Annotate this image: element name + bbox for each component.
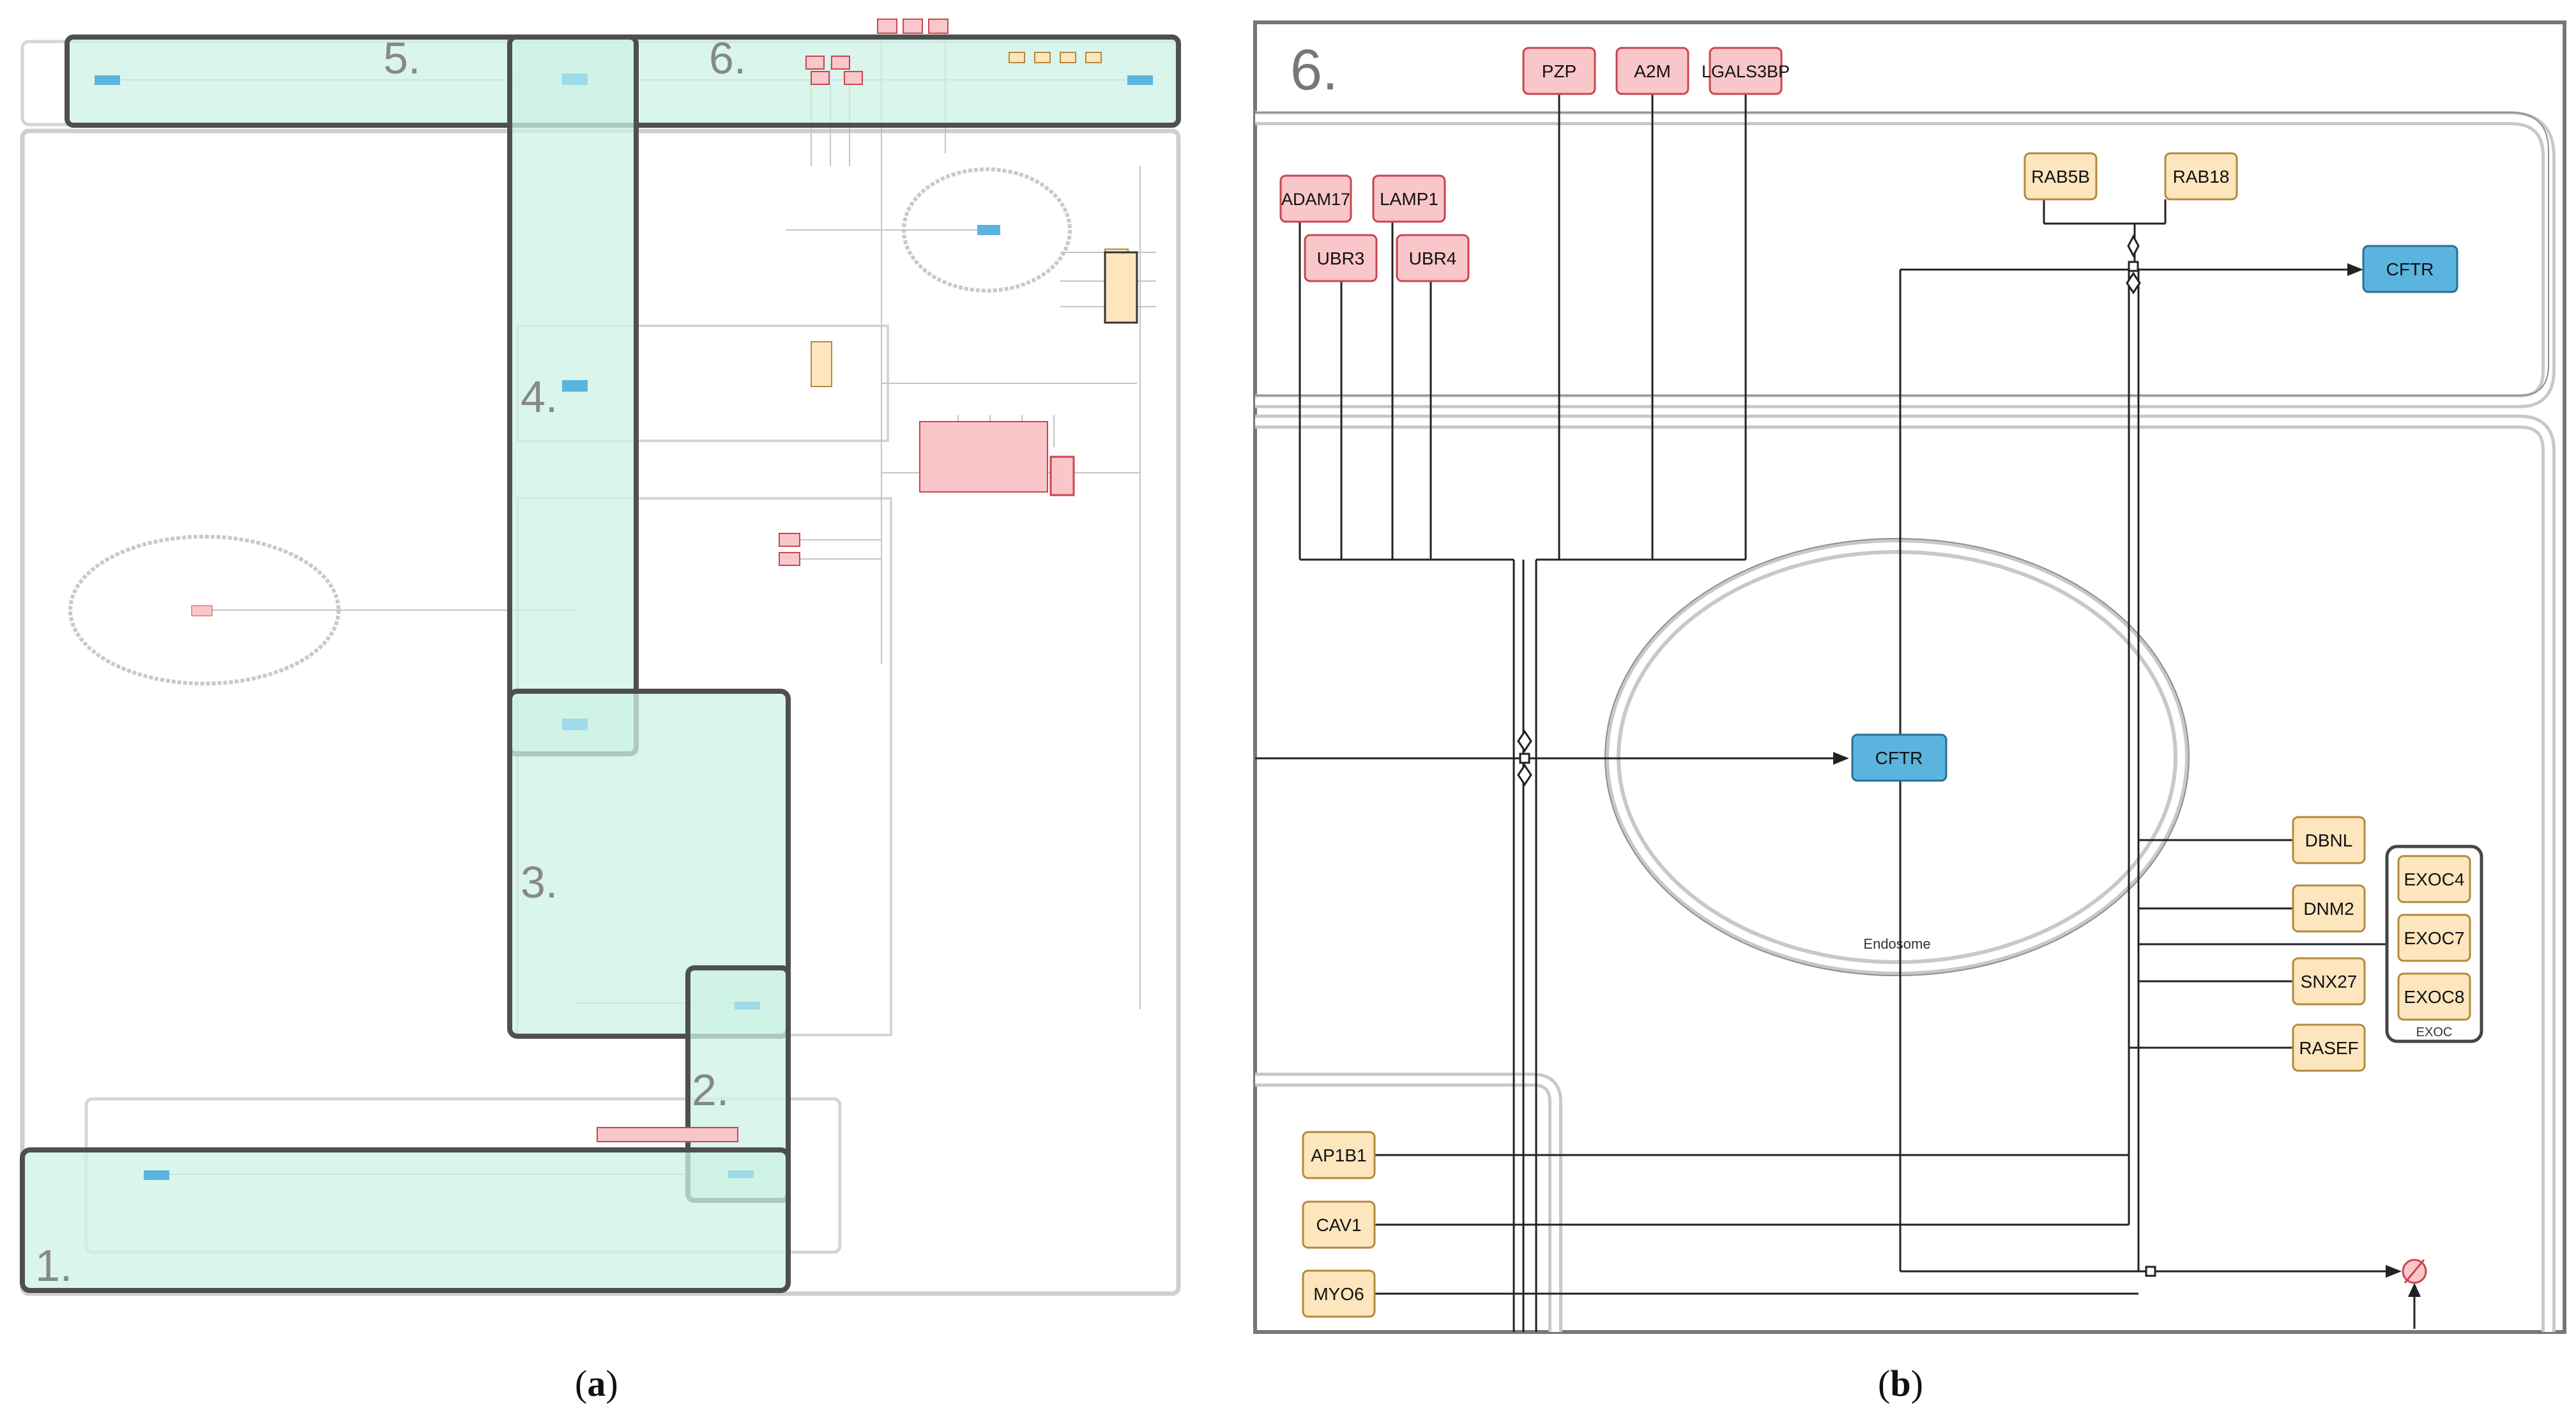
svg-text:EXOC4: EXOC4 bbox=[2404, 869, 2465, 889]
svg-text:LAMP1: LAMP1 bbox=[1380, 189, 1438, 209]
node-ap1b1: AP1B1 bbox=[1302, 1131, 1376, 1179]
node-lgals3bp: LGALS3BP bbox=[1702, 47, 1790, 95]
overview-region-label-6: 6. bbox=[709, 33, 746, 83]
detail-frame bbox=[1253, 20, 2566, 1334]
svg-text:EXOC8: EXOC8 bbox=[2404, 987, 2465, 1007]
node-rab5b: RAB5B bbox=[2023, 152, 2098, 201]
svg-text:DNM2: DNM2 bbox=[2303, 899, 2354, 919]
node-cftr-top: CFTR bbox=[2362, 245, 2458, 293]
node-exoc4: EXOC4 bbox=[2397, 855, 2471, 903]
node-lamp1: LAMP1 bbox=[1372, 174, 1446, 223]
svg-text:UBR3: UBR3 bbox=[1317, 249, 1365, 268]
caption-a: (a) bbox=[575, 1363, 618, 1404]
svg-text:PZP: PZP bbox=[1542, 61, 1576, 81]
overview-region-label-3: 3. bbox=[521, 857, 558, 907]
svg-text:ADAM17: ADAM17 bbox=[1281, 190, 1350, 209]
node-myo6: MYO6 bbox=[1302, 1269, 1376, 1318]
svg-text:CFTR: CFTR bbox=[2386, 259, 2434, 279]
overview-region-1 bbox=[20, 1147, 791, 1293]
node-exoc8: EXOC8 bbox=[2397, 972, 2471, 1021]
detail-panel: Endosome bbox=[1253, 20, 2566, 1334]
node-ubr3: UBR3 bbox=[1304, 234, 1378, 282]
exoc-complex: EXOC4 EXOC7 EXOC8 EXOC bbox=[2385, 845, 2483, 1043]
node-rab18: RAB18 bbox=[2164, 152, 2238, 201]
node-exoc7: EXOC7 bbox=[2397, 914, 2471, 962]
node-adam17: ADAM17 bbox=[1279, 174, 1352, 223]
detail-panel-label: 6. bbox=[1290, 38, 1338, 102]
svg-text:EXOC7: EXOC7 bbox=[2404, 928, 2465, 948]
degradation-symbol bbox=[2402, 1259, 2427, 1284]
svg-text:AP1B1: AP1B1 bbox=[1311, 1145, 1366, 1165]
overview-region-label-5: 5. bbox=[383, 33, 420, 83]
node-snx27: SNX27 bbox=[2292, 957, 2366, 1006]
node-ubr4: UBR4 bbox=[1396, 234, 1470, 282]
svg-text:SNX27: SNX27 bbox=[2301, 972, 2358, 991]
svg-text:MYO6: MYO6 bbox=[1313, 1284, 1364, 1304]
node-rasef: RASEF bbox=[2292, 1023, 2366, 1072]
svg-text:CFTR: CFTR bbox=[1875, 748, 1923, 768]
node-dnm2: DNM2 bbox=[2292, 884, 2366, 933]
endosome-label: Endosome bbox=[1863, 936, 1930, 952]
overview-region-3 bbox=[507, 689, 791, 1039]
svg-text:LGALS3BP: LGALS3BP bbox=[1702, 62, 1790, 81]
node-cav1: CAV1 bbox=[1302, 1200, 1376, 1249]
overview-region-label-4: 4. bbox=[521, 372, 558, 422]
svg-text:RAB18: RAB18 bbox=[2173, 167, 2230, 187]
node-dbnl: DBNL bbox=[2292, 816, 2366, 864]
svg-text:RASEF: RASEF bbox=[2299, 1038, 2358, 1058]
overview-panel: 5. 6. 4. 3. 2. 1. bbox=[20, 19, 1181, 1296]
svg-text:DBNL: DBNL bbox=[2305, 831, 2353, 850]
exoc-group-label: EXOC bbox=[2416, 1025, 2453, 1039]
svg-text:A2M: A2M bbox=[1634, 61, 1671, 81]
node-pzp: PZP bbox=[1522, 47, 1596, 95]
overview-region-label-1: 1. bbox=[35, 1241, 72, 1290]
caption-b: (b) bbox=[1878, 1363, 1923, 1404]
svg-text:RAB5B: RAB5B bbox=[2031, 167, 2090, 187]
svg-text:CAV1: CAV1 bbox=[1316, 1215, 1361, 1235]
node-cftr-mid: CFTR bbox=[1851, 733, 1947, 782]
svg-text:UBR4: UBR4 bbox=[1409, 249, 1457, 268]
node-a2m: A2M bbox=[1615, 47, 1689, 95]
overview-region-label-2: 2. bbox=[692, 1065, 729, 1115]
